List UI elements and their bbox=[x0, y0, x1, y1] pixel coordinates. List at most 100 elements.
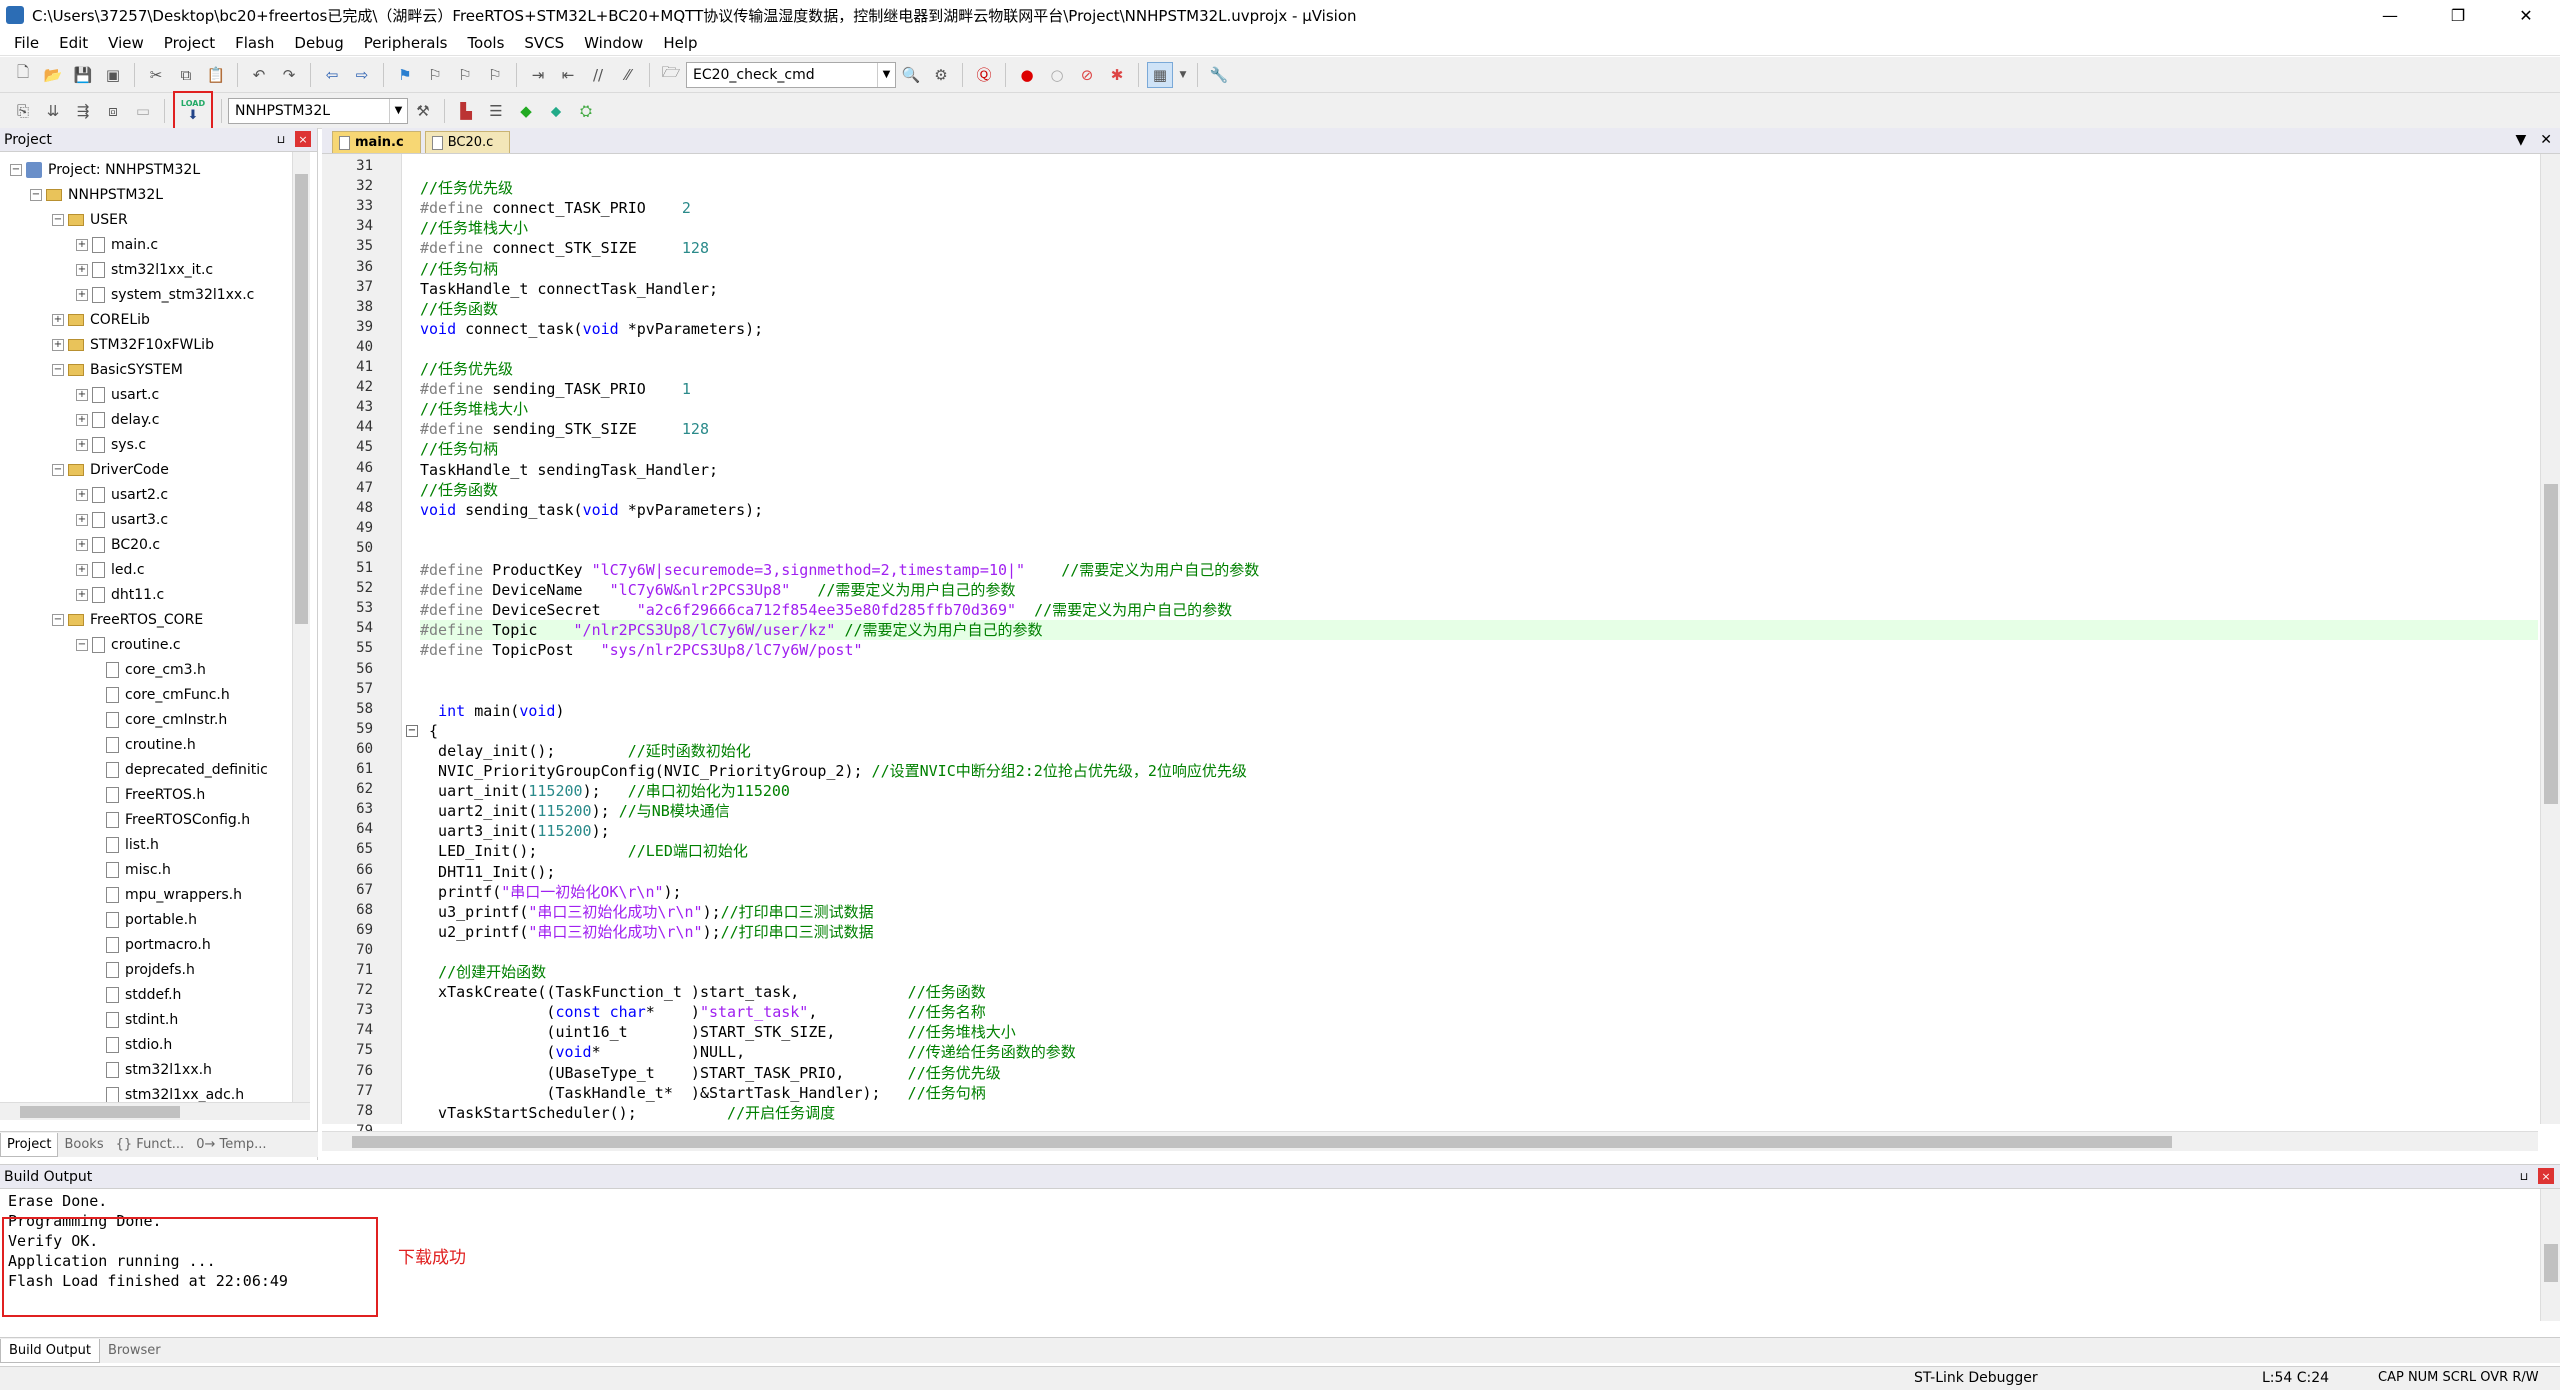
collapse-icon[interactable]: − bbox=[52, 214, 64, 226]
tree-item-freertosconfig-h[interactable]: FreeRTOSConfig.h bbox=[106, 808, 250, 832]
menu-view[interactable]: View bbox=[108, 33, 144, 52]
tree-item-usart3-c[interactable]: +usart3.c bbox=[76, 508, 168, 532]
expand-icon[interactable]: + bbox=[76, 239, 88, 251]
pin-icon[interactable]: ⊔ bbox=[276, 132, 286, 146]
project-tree-hscrollbar[interactable] bbox=[0, 1102, 310, 1120]
translate-icon[interactable]: ⎘ bbox=[16, 101, 29, 120]
tree-item-croutine-c[interactable]: −croutine.c bbox=[76, 633, 181, 657]
tree-item-stm32l1xx-it-c[interactable]: +stm32l1xx_it.c bbox=[76, 258, 213, 282]
tree-item-list-h[interactable]: list.h bbox=[106, 833, 159, 857]
debug-session-icon[interactable]: Ⓠ bbox=[976, 66, 992, 84]
scrollbar-thumb[interactable] bbox=[352, 1136, 2172, 1148]
tree-item-main-c[interactable]: +main.c bbox=[76, 233, 158, 257]
window-layout-icon[interactable]: ▦ bbox=[1147, 61, 1173, 88]
tree-item-usart-c[interactable]: +usart.c bbox=[76, 383, 159, 407]
prev-bookmark-icon[interactable]: ⚐ bbox=[428, 65, 442, 84]
menu-peripherals[interactable]: Peripherals bbox=[363, 33, 448, 52]
close-icon[interactable]: × bbox=[295, 131, 311, 147]
menu-svcs[interactable]: SVCS bbox=[524, 33, 565, 52]
tree-item-usart2-c[interactable]: +usart2.c bbox=[76, 483, 168, 507]
tab-0-temp[interactable]: 0→ Temp... bbox=[196, 1137, 267, 1152]
restore-button[interactable]: ❐ bbox=[2450, 5, 2466, 25]
collapse-icon[interactable]: − bbox=[30, 189, 42, 201]
scrollbar-thumb[interactable] bbox=[20, 1106, 180, 1118]
save-icon[interactable]: 💾 bbox=[73, 65, 93, 84]
find-icon[interactable]: 🔍 bbox=[901, 65, 921, 84]
tree-item-portable-h[interactable]: portable.h bbox=[106, 908, 197, 932]
batch-build-icon[interactable]: ⧈ bbox=[108, 101, 118, 120]
breakpoint-insert-icon[interactable]: ● bbox=[1020, 65, 1034, 84]
tab-build-output[interactable]: Build Output bbox=[0, 1338, 100, 1363]
tree-item-bc20-c[interactable]: +BC20.c bbox=[76, 533, 160, 557]
tab-project[interactable]: Project bbox=[0, 1132, 59, 1157]
tree-item-user[interactable]: −USER bbox=[52, 208, 128, 232]
tab-bc20-c[interactable]: BC20.c bbox=[424, 131, 511, 153]
build-output-text[interactable]: Erase Done.Programming Done.Verify OK.Ap… bbox=[0, 1189, 2540, 1321]
find-combo[interactable]: EC20_check_cmd ▼ bbox=[686, 61, 896, 88]
layout-dropdown-icon[interactable]: ▼ bbox=[1179, 69, 1187, 80]
expand-icon[interactable]: + bbox=[76, 489, 88, 501]
uncomment-icon[interactable]: ⁄⁄ bbox=[625, 65, 631, 84]
expand-icon[interactable]: + bbox=[76, 289, 88, 301]
tree-item-nnhpstm32l[interactable]: −NNHPSTM32L bbox=[30, 183, 163, 207]
close-window-button[interactable]: ✕ bbox=[2519, 5, 2533, 25]
unindent-icon[interactable]: ⇤ bbox=[561, 65, 575, 84]
select-packs-icon[interactable]: ☰ bbox=[489, 101, 503, 120]
collapse-icon[interactable]: − bbox=[10, 164, 22, 176]
menu-help[interactable]: Help bbox=[663, 33, 698, 52]
copy-icon[interactable]: ⧉ bbox=[180, 65, 192, 84]
menu-file[interactable]: File bbox=[14, 33, 40, 52]
menu-tools[interactable]: Tools bbox=[467, 33, 505, 52]
scrollbar-thumb[interactable] bbox=[2544, 484, 2558, 804]
comment-icon[interactable]: // bbox=[592, 65, 604, 84]
menu-window[interactable]: Window bbox=[584, 33, 644, 52]
manage-project-icon[interactable]: ▙ bbox=[460, 101, 472, 120]
tab-books[interactable]: Books bbox=[64, 1137, 104, 1152]
target-select[interactable]: NNHPSTM32L ▼ bbox=[228, 97, 408, 124]
breakpoint-disable-all-icon[interactable]: ⊘ bbox=[1080, 65, 1094, 84]
tree-item-deprecated-definitic[interactable]: deprecated_definitic bbox=[106, 758, 268, 782]
build-icon[interactable]: ⇊ bbox=[46, 101, 60, 120]
collapse-icon[interactable]: − bbox=[52, 464, 64, 476]
paste-icon[interactable]: 📋 bbox=[206, 65, 226, 84]
tree-item-core-cmfunc-h[interactable]: core_cmFunc.h bbox=[106, 683, 230, 707]
manage-rte-icon[interactable]: ◆ bbox=[520, 101, 532, 120]
tab-funct[interactable]: {} Funct... bbox=[115, 1137, 185, 1152]
cut-icon[interactable]: ✂ bbox=[149, 65, 163, 84]
menu-debug[interactable]: Debug bbox=[294, 33, 344, 52]
tree-item-croutine-h[interactable]: croutine.h bbox=[106, 733, 196, 757]
code-area[interactable]: //任务优先级#define connect_TASK_PRIO 2//任务堆栈… bbox=[420, 154, 2538, 1124]
open-file-icon[interactable]: 📂 bbox=[43, 65, 63, 84]
tree-item-dht11-c[interactable]: +dht11.c bbox=[76, 583, 164, 607]
undo-icon[interactable]: ↶ bbox=[252, 65, 266, 84]
fold-toggle-icon[interactable]: − bbox=[406, 724, 418, 737]
tree-item-stm32f10xfwlib[interactable]: +STM32F10xFWLib bbox=[52, 333, 214, 357]
pack-installer-icon[interactable]: ⬥ bbox=[550, 101, 562, 120]
tree-item-misc-h[interactable]: misc.h bbox=[106, 858, 171, 882]
expand-icon[interactable]: + bbox=[76, 414, 88, 426]
tree-item-system-stm32l1xx-c[interactable]: +system_stm32l1xx.c bbox=[76, 283, 254, 307]
event-recorder-icon[interactable]: ⛭ bbox=[579, 101, 592, 120]
expand-icon[interactable]: + bbox=[76, 439, 88, 451]
tree-item-freertos-core[interactable]: −FreeRTOS_CORE bbox=[52, 608, 203, 632]
tree-item-basicsystem[interactable]: −BasicSYSTEM bbox=[52, 358, 183, 382]
scrollbar-thumb[interactable] bbox=[2544, 1244, 2558, 1282]
scrollbar-thumb[interactable] bbox=[295, 174, 308, 624]
menu-project[interactable]: Project bbox=[163, 33, 216, 52]
expand-icon[interactable]: + bbox=[76, 264, 88, 276]
stop-build-icon[interactable]: ▭ bbox=[135, 101, 151, 120]
find-in-files-icon[interactable]: 🗁 bbox=[661, 63, 681, 81]
tree-item-stm32l1xx-h[interactable]: stm32l1xx.h bbox=[106, 1058, 212, 1082]
rebuild-icon[interactable]: ⇶ bbox=[76, 101, 90, 120]
tree-item-drivercode[interactable]: −DriverCode bbox=[52, 458, 169, 482]
download-button[interactable]: LOAD ⬇ bbox=[173, 90, 213, 131]
tree-item-core-cminstr-h[interactable]: core_cmInstr.h bbox=[106, 708, 227, 732]
collapse-icon[interactable]: − bbox=[52, 364, 64, 376]
expand-icon[interactable]: + bbox=[52, 339, 64, 351]
tree-item-stdio-h[interactable]: stdio.h bbox=[106, 1033, 172, 1057]
indent-icon[interactable]: ⇥ bbox=[531, 65, 545, 84]
menu-flash[interactable]: Flash bbox=[235, 33, 275, 52]
tree-item-project-nnhpstm32l[interactable]: −Project: NNHPSTM32L bbox=[10, 158, 200, 182]
tree-item-core-cm3-h[interactable]: core_cm3.h bbox=[106, 658, 206, 682]
tree-item-sys-c[interactable]: +sys.c bbox=[76, 433, 146, 457]
